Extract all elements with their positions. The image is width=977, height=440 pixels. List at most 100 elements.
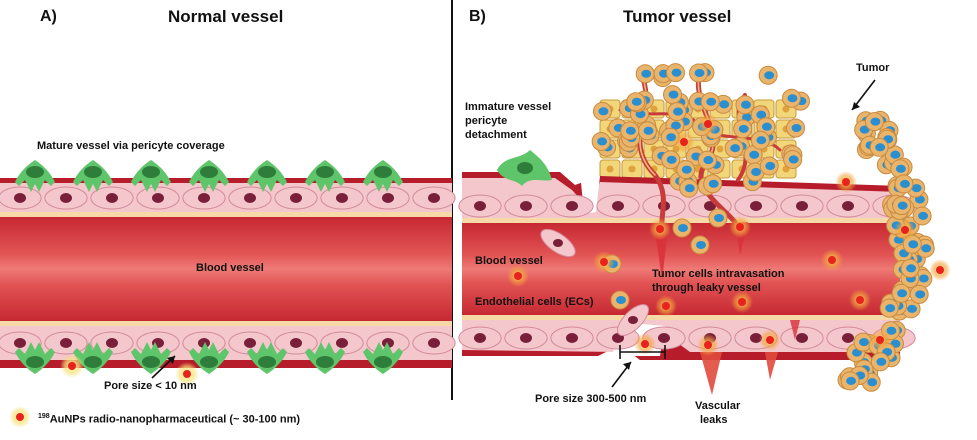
nanoparticle (655, 295, 677, 317)
tumor-cell (620, 121, 640, 141)
tumor-cell (864, 112, 884, 132)
tumor-vessel (458, 172, 916, 360)
tumor-cell (840, 371, 860, 391)
tumor-cell (666, 63, 686, 83)
tumor-cell (626, 92, 646, 112)
floating-endothelial-cell-1 (540, 228, 576, 258)
panel-a-letter: A) (40, 8, 57, 25)
pericyte (363, 160, 403, 192)
label-leaks-1: Vascular (695, 400, 741, 412)
pericyte (247, 342, 287, 374)
tumor-cell (591, 131, 611, 151)
nanoparticle (507, 265, 529, 287)
label-immature-3: detachment (465, 129, 527, 141)
pericyte (189, 342, 229, 374)
pericyte (305, 342, 345, 374)
nanoparticle (649, 218, 671, 240)
nanoparticle (759, 329, 781, 351)
tumor-cell (900, 258, 920, 278)
normal-upper-endothelial-cells (0, 186, 456, 210)
nanoparticle (849, 289, 871, 311)
nanoparticle (673, 131, 695, 153)
pericyte (189, 160, 229, 192)
pericyte (15, 342, 55, 374)
endothelial-cell (504, 326, 548, 350)
tumor-cell (690, 235, 710, 255)
floating-endothelial-cell-2 (616, 303, 650, 337)
label-pore-normal: Pore size < 10 nm (104, 380, 197, 392)
normal-lumen (0, 217, 452, 321)
tumor-cell (667, 102, 687, 122)
endothelial-cell (504, 194, 548, 218)
tumor-cell (697, 150, 717, 170)
nanoparticle (835, 171, 857, 193)
tumor-upper-endothelial-cells (458, 194, 916, 218)
nanoparticle (929, 259, 951, 281)
label-endothelial: Endothelial cells (ECs) (475, 296, 594, 308)
normal-nanoparticle-1 (60, 354, 84, 378)
tumor-cell (676, 160, 696, 180)
endothelial-cell (320, 186, 364, 210)
endothelial-cell (182, 186, 226, 210)
pore-size-bracket (619, 345, 666, 359)
label-intravasation-2: through leaky vessel (652, 282, 761, 294)
legend-superscript: 198 (38, 413, 50, 420)
legend-text: AuNPs radio-nanopharmaceutical (~ 30-100… (49, 413, 301, 426)
tumor-cell (679, 178, 699, 198)
endothelial-cell (458, 326, 502, 350)
tumor-cell (592, 101, 612, 121)
pericyte (247, 160, 287, 192)
endothelial-cell (0, 186, 42, 210)
nanoparticle (593, 251, 615, 273)
tumor-cell (661, 150, 681, 170)
endothelial-cell (412, 186, 456, 210)
endothelial-cell (596, 194, 640, 218)
tumor-cell (892, 196, 912, 216)
legend-nanoparticle-icon (9, 406, 31, 428)
nanoparticle (869, 329, 891, 351)
endothelial-cell (366, 186, 410, 210)
tumor-cell (783, 149, 803, 169)
endothelial-cell (274, 331, 318, 355)
normal-vessel (0, 160, 456, 374)
tumor-cell (735, 95, 755, 115)
panel-b-title: Tumor vessel (623, 7, 732, 26)
detached-pericyte (497, 150, 552, 186)
endothelial-cell (780, 194, 824, 218)
endothelial-cell (826, 194, 870, 218)
tumor-cell (912, 206, 932, 226)
normal-upper-pericytes (15, 160, 403, 192)
nanoparticle (697, 113, 719, 135)
nanoparticle (697, 334, 719, 356)
endothelial-cell (44, 186, 88, 210)
pericyte (15, 160, 55, 192)
endothelial-cell (90, 331, 134, 355)
tumor-cell (700, 92, 720, 112)
endothelial-cell (550, 194, 594, 218)
tumor-cell (637, 121, 657, 141)
label-immature-1: Immature vessel (465, 101, 552, 113)
tumor-cell (635, 64, 655, 84)
label-blood-vessel-normal: Blood vessel (196, 262, 264, 274)
endothelial-cell (274, 186, 318, 210)
tumor-cell (759, 156, 779, 176)
pericyte (73, 160, 113, 192)
tumor-cell (891, 283, 911, 303)
endothelial-cell (458, 194, 502, 218)
tumor-cell (870, 352, 890, 372)
tumor-cell (879, 298, 899, 318)
normal-nanoparticle-2 (175, 362, 199, 386)
tumor-cell (786, 118, 806, 138)
endothelial-cell (90, 186, 134, 210)
label-intravasation-1: Tumor cells intravasation (652, 268, 785, 280)
endothelial-cell (550, 326, 594, 350)
tumor-cell (672, 218, 692, 238)
normal-lower-band (0, 321, 452, 326)
panel-b-letter: B) (469, 8, 486, 25)
tumor-cell (703, 174, 723, 194)
tumor-cell (610, 290, 630, 310)
tumor-cell (743, 145, 763, 165)
tumor-cell (663, 85, 683, 105)
nanoparticle (634, 333, 656, 355)
